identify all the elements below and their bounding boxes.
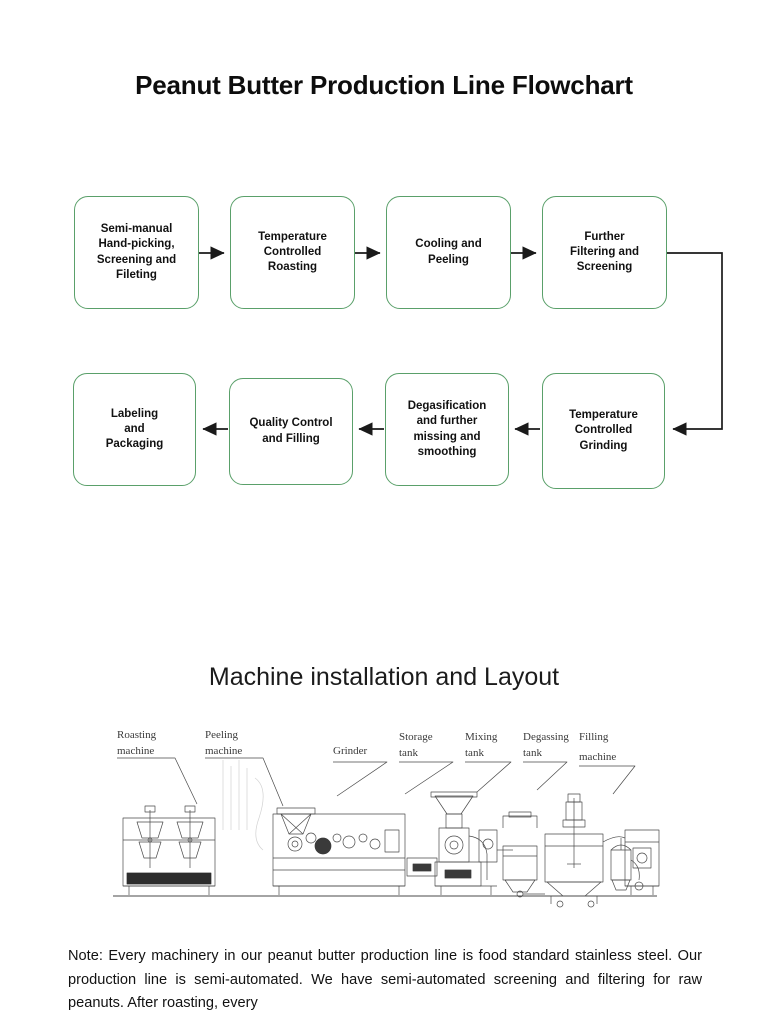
flow-step-line: Quality Control (249, 417, 333, 430)
svg-text:tank: tank (399, 747, 418, 759)
svg-text:machine: machine (579, 751, 616, 763)
storage-tank-drawing (502, 811, 545, 898)
label-storage-tank: Storage (399, 731, 433, 743)
flow-step-line: and (124, 422, 145, 435)
flow-step-line: Temperature (569, 409, 638, 422)
degassing-tank-drawing (602, 836, 644, 891)
flow-step-line: Packaging (105, 438, 164, 451)
label-filling-machine: Filling (579, 731, 609, 743)
flow-step-line: Degasification (407, 400, 487, 413)
flowchart-diagram: Semi-manual Hand-picking, Screening and … (73, 196, 723, 489)
label-mixing-tank: Mixing (465, 731, 498, 743)
flow-step-line: Fileting (116, 268, 157, 281)
section-heading-machine-layout: Machine installation and Layout (208, 663, 560, 691)
label-grinder: Grinder (333, 745, 368, 757)
peeling-machine-drawing (272, 807, 438, 895)
flow-step-quality-control-and-filling[interactable]: Quality Control and Filling (229, 378, 353, 485)
flow-step-line: Screening and (96, 253, 177, 266)
label-peeling-machine: Peeling (205, 729, 238, 741)
flow-step-further-filtering-and-screening[interactable]: Further Filtering and Screening (542, 196, 667, 309)
machine-layout-figure: Roasting machine Peeling machine Grinder… (105, 718, 665, 913)
flow-step-line: Roasting (267, 261, 318, 274)
flow-step-line: Controlled (574, 424, 633, 437)
flow-step-line: missing and (413, 430, 481, 443)
arrow-step4-step5 (667, 252, 723, 436)
flow-step-line: and further (416, 415, 478, 428)
flow-step-line: Filtering and (570, 245, 639, 258)
flow-step-line: and Filling (262, 432, 320, 445)
page-title: Peanut Butter Production Line Flowchart (135, 70, 633, 100)
flow-step-line: Hand-picking, (98, 238, 175, 251)
flow-step-temperature-controlled-roasting[interactable]: Temperature Controlled Roasting (230, 196, 355, 309)
note-paragraph: Note: Every machinery in our peanut butt… (68, 948, 702, 1012)
svg-text:machine: machine (205, 745, 242, 757)
flow-step-cooling-and-peeling[interactable]: Cooling and Peeling (386, 196, 511, 309)
leader-lines (117, 757, 636, 807)
flow-step-line: Cooling and (415, 238, 482, 251)
flow-step-temperature-controlled-grinding[interactable]: Temperature Controlled Grinding (542, 373, 665, 489)
flow-step-semi-manual-handpicking[interactable]: Semi-manual Hand-picking, Screening and … (74, 196, 199, 309)
machine-labels: Roasting machine Peeling machine Grinder… (117, 729, 616, 763)
svg-text:machine: machine (117, 745, 154, 757)
flow-step-line: Screening (576, 261, 633, 274)
mixing-tank-drawing (544, 793, 604, 908)
roasting-machine-drawing (122, 805, 216, 895)
flow-step-line: Temperature (258, 230, 327, 243)
flow-step-line: Controlled (263, 245, 322, 258)
svg-text:tank: tank (465, 747, 484, 759)
flow-step-line: smoothing (417, 445, 477, 458)
machine-layout-drawing: Roasting machine Peeling machine Grinder… (113, 729, 660, 908)
flowchart-connectors (199, 246, 723, 436)
flow-step-line: Grinding (579, 439, 628, 452)
flow-step-line: Further (584, 230, 625, 243)
flow-step-line: Semi-manual (100, 223, 173, 236)
label-degassing-tank: Degassing (523, 731, 569, 743)
grinder-drawing (430, 791, 513, 895)
flow-step-line: Peeling (428, 253, 469, 266)
label-roasting-machine: Roasting (117, 729, 157, 741)
filling-machine-drawing (624, 829, 660, 895)
flow-step-line: Labeling (110, 407, 159, 420)
flow-step-labeling-and-packaging[interactable]: Labeling and Packaging (73, 373, 196, 486)
flow-step-degasification-and-smoothing[interactable]: Degasification and further missing and s… (385, 373, 509, 486)
svg-text:tank: tank (523, 747, 542, 759)
